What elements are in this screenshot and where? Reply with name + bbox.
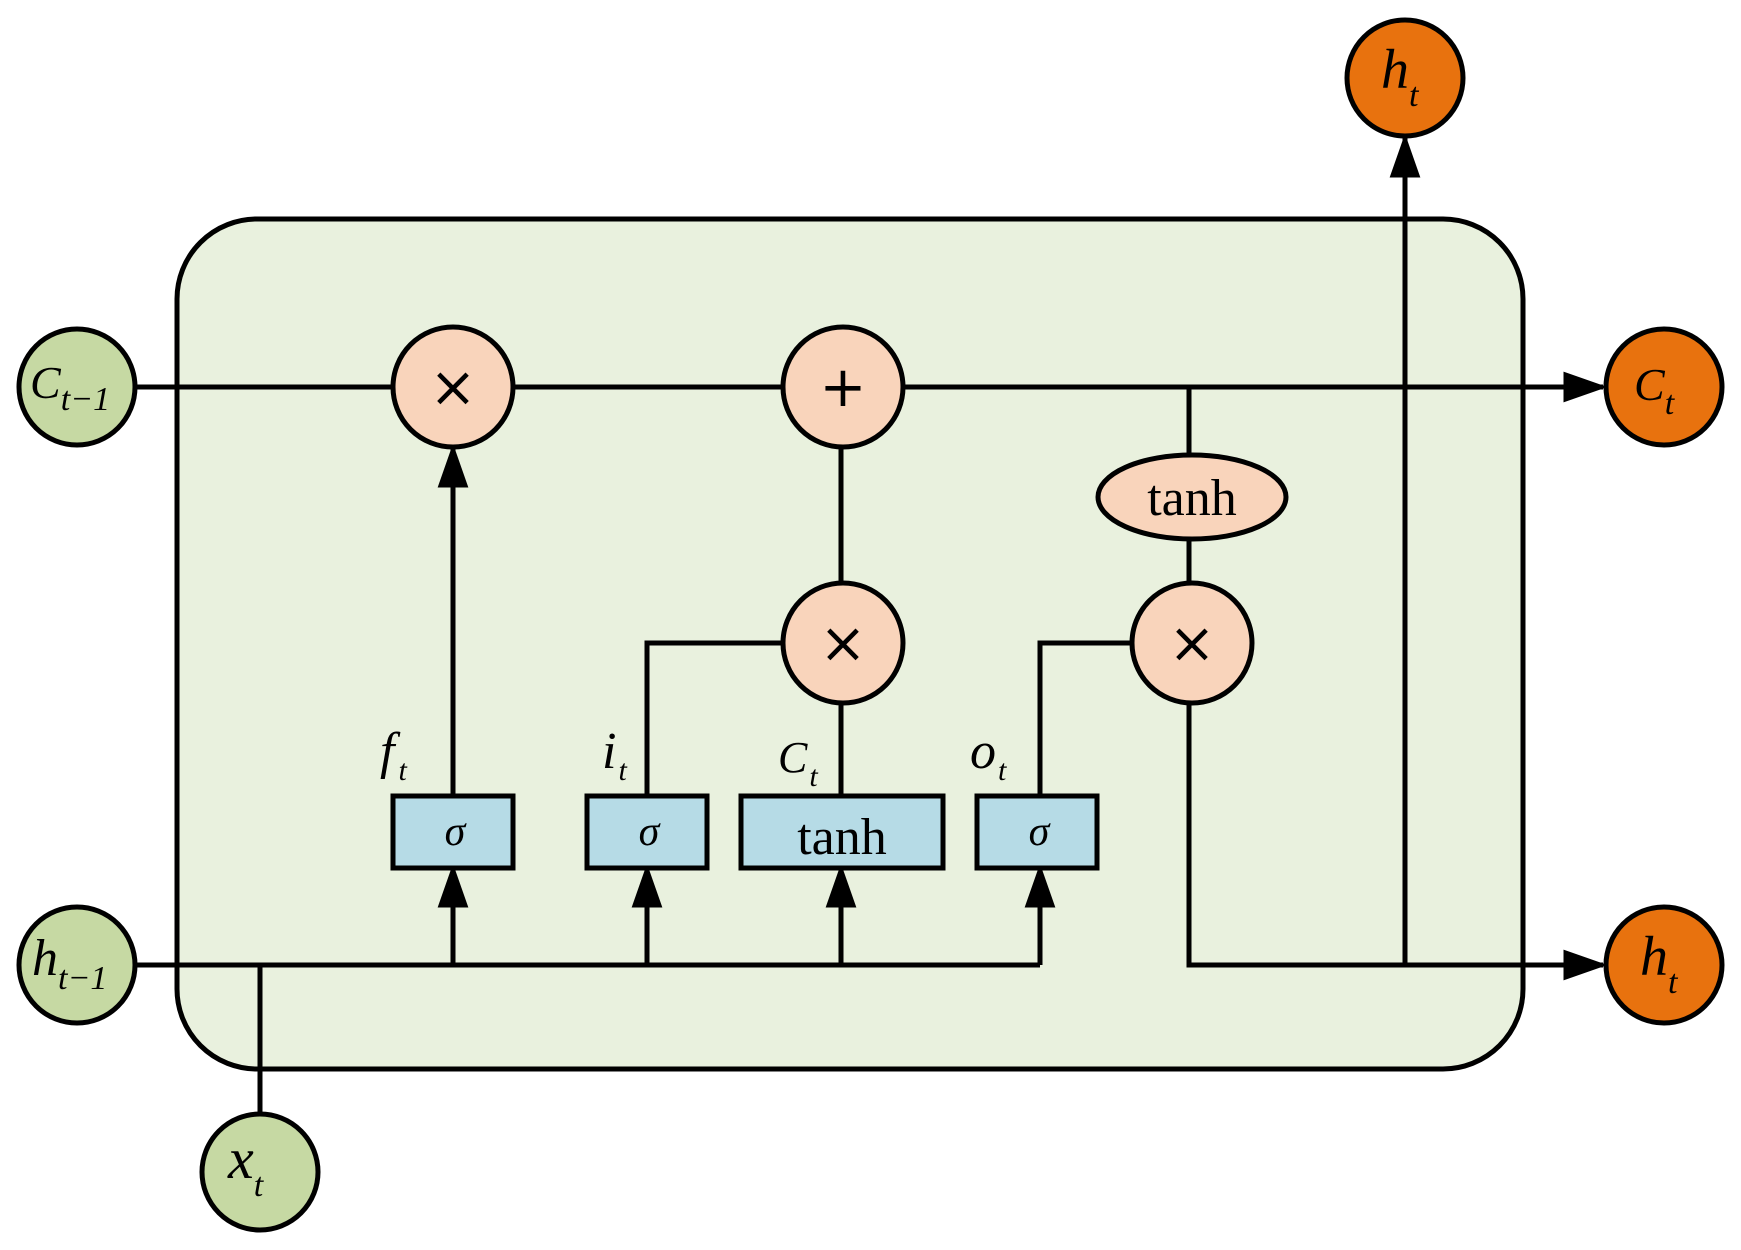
- multiply-icon: ×: [1169, 611, 1216, 676]
- svg-text:ht−1: ht−1: [32, 930, 107, 997]
- input-gate-label: it: [602, 723, 627, 787]
- output-gate-label: ot: [970, 723, 1007, 787]
- input-multiply-op: ×: [780, 580, 906, 706]
- multiply-icon: ×: [430, 355, 477, 420]
- output-gate-to-multiply: [1037, 640, 1134, 796]
- hidden-prev-node: ht−1: [16, 904, 138, 1026]
- input-gate: σ: [584, 793, 710, 871]
- svg-text:tanh: tanh: [1147, 470, 1237, 527]
- svg-text:σ: σ: [639, 809, 662, 855]
- svg-text:ht: ht: [1640, 926, 1679, 1001]
- svg-text:σ: σ: [1029, 809, 1052, 855]
- svg-text:xt: xt: [227, 1126, 265, 1204]
- candidate-gate: tanh: [738, 793, 946, 871]
- svg-text:tanh: tanh: [797, 809, 887, 866]
- input-gate-to-multiply: [644, 640, 783, 796]
- cell-state-prev-node: Ct−1: [16, 326, 138, 448]
- candidate-gate-label: Ct: [778, 733, 818, 793]
- cell-tanh-activation: tanh: [1095, 452, 1289, 542]
- connections: [136, 133, 1608, 1117]
- hidden-top-out-node: ht: [1344, 17, 1466, 139]
- svg-text:ht: ht: [1381, 39, 1420, 114]
- add-op: +: [780, 324, 906, 450]
- output-multiply-op: ×: [1129, 580, 1255, 706]
- forget-multiply-op: ×: [390, 324, 516, 450]
- svg-text:Ct−1: Ct−1: [30, 357, 110, 418]
- forget-gate: σ: [390, 793, 516, 871]
- svg-text:Ct: Ct: [1634, 359, 1676, 422]
- output-gate: σ: [974, 793, 1100, 871]
- x-input-node: xt: [199, 1111, 321, 1233]
- multiply-icon: ×: [820, 611, 867, 676]
- svg-text:σ: σ: [445, 809, 468, 855]
- multiply-to-hidden-out: [1186, 703, 1608, 981]
- hidden-out-node: ht: [1603, 904, 1725, 1026]
- plus-icon: +: [820, 355, 867, 420]
- cell-state-out-node: Ct: [1603, 326, 1725, 448]
